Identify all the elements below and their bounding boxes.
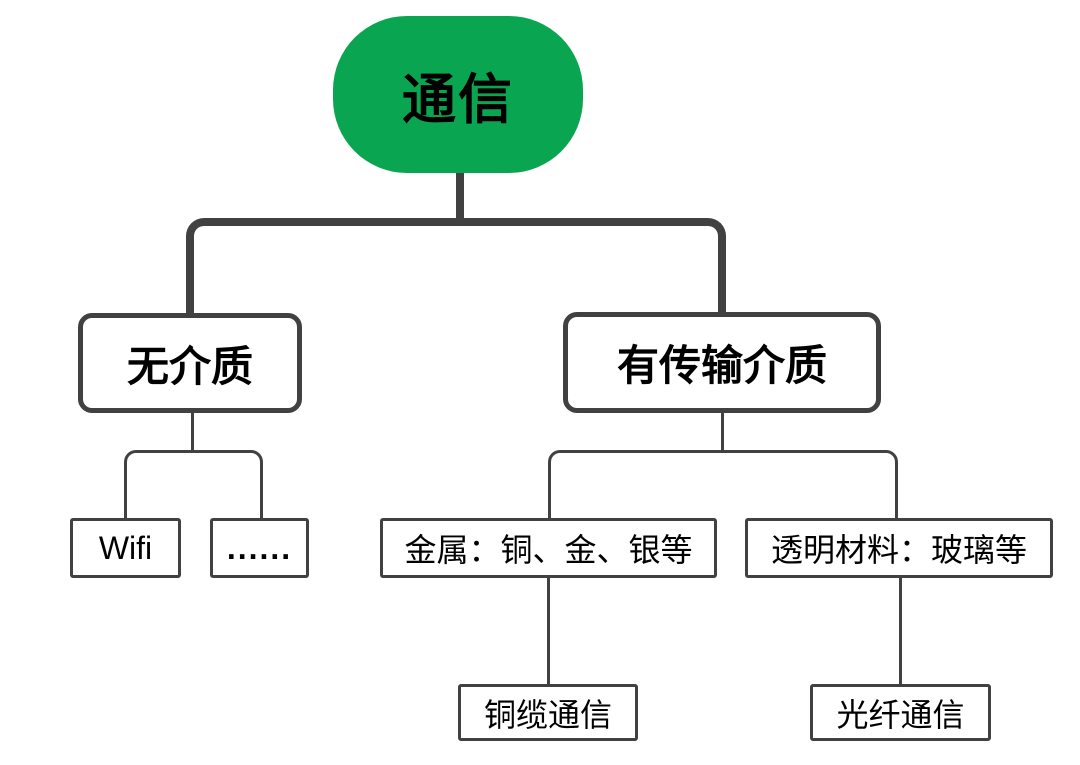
connector-has-medium-stem xyxy=(721,410,724,452)
connector-root-stem xyxy=(456,170,464,222)
connector-no-medium-stem xyxy=(191,410,194,452)
node-copper-cable-communication: 铜缆通信 xyxy=(458,684,638,741)
node-metal-materials: 金属：铜、金、银等 xyxy=(380,518,717,578)
node-wifi: Wifi xyxy=(70,518,181,578)
connector-transparent-to-fiber xyxy=(899,577,902,684)
node-ellipsis: ...... xyxy=(210,518,309,578)
node-no-medium: 无介质 xyxy=(78,313,302,413)
node-fiber-optic-communication: 光纤通信 xyxy=(810,684,991,741)
connector-metal-to-copper xyxy=(547,577,550,684)
connector-has-medium-bracket xyxy=(548,450,898,518)
node-communication: 通信 xyxy=(333,16,583,173)
connector-no-medium-bracket xyxy=(124,450,263,518)
node-transparent-materials: 透明材料：玻璃等 xyxy=(745,518,1053,578)
connector-root-bracket xyxy=(186,218,726,315)
node-has-transmission-medium: 有传输介质 xyxy=(563,312,881,413)
